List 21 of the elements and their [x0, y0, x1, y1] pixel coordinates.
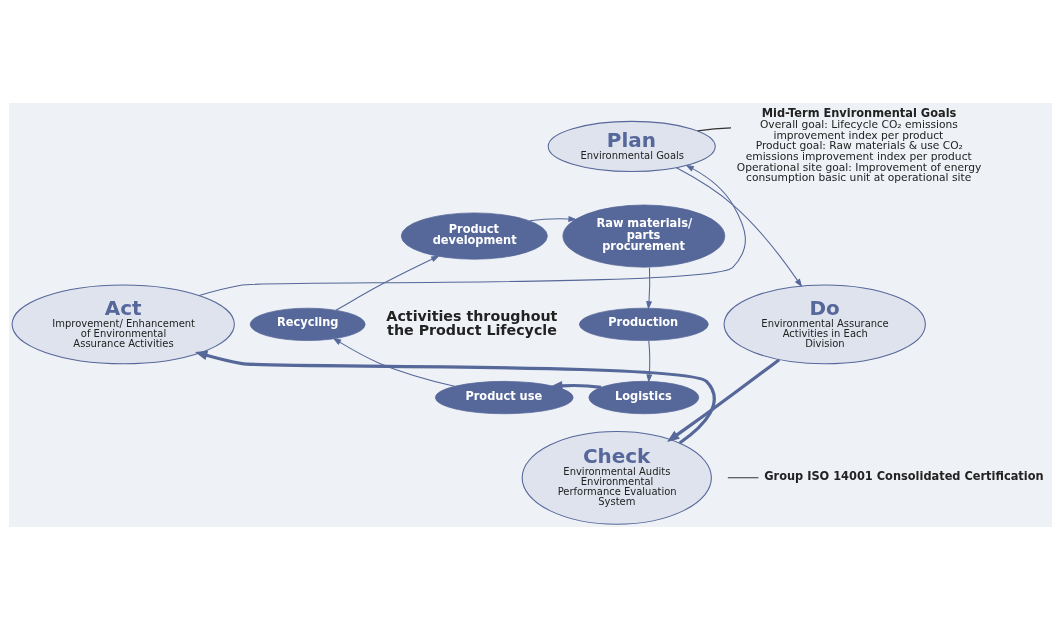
arrow — [335, 255, 440, 311]
arrow — [667, 357, 781, 442]
arrow — [550, 380, 602, 391]
node-ellipse: Act Improvement/ Enhancement of Environmental Assurance Activities — [11, 283, 235, 364]
node-ellipse: Logistics — [588, 380, 700, 414]
arrow — [646, 339, 653, 383]
arrow — [676, 166, 803, 287]
node-ellipse: Recycling — [249, 307, 366, 341]
connector — [697, 126, 732, 131]
arrow — [646, 266, 653, 310]
node-text: Mid-Term Environmental Goals Overall goal: Lifecycle CO₂ emissions improvement index per product Product goal: Raw materials & use CO₂ emissions improvement index per product Operational site goal: Improvement of energy consumption basic unit at operational site — [736, 105, 982, 184]
node-ellipse: Do Environmental Assurance Activities in Each Division — [723, 283, 926, 364]
arrow — [529, 215, 577, 222]
label: Activities throughout the Product Lifecycle — [386, 307, 558, 338]
arrow — [332, 337, 456, 387]
connector — [727, 476, 759, 478]
node-ellipse: Production — [579, 307, 709, 341]
node-text: Group ISO 14001 Consolidated Certification — [764, 468, 1044, 483]
arrow — [198, 164, 746, 296]
node-ellipse: Raw materials/ parts procurement — [562, 204, 726, 268]
arrow — [195, 350, 716, 444]
